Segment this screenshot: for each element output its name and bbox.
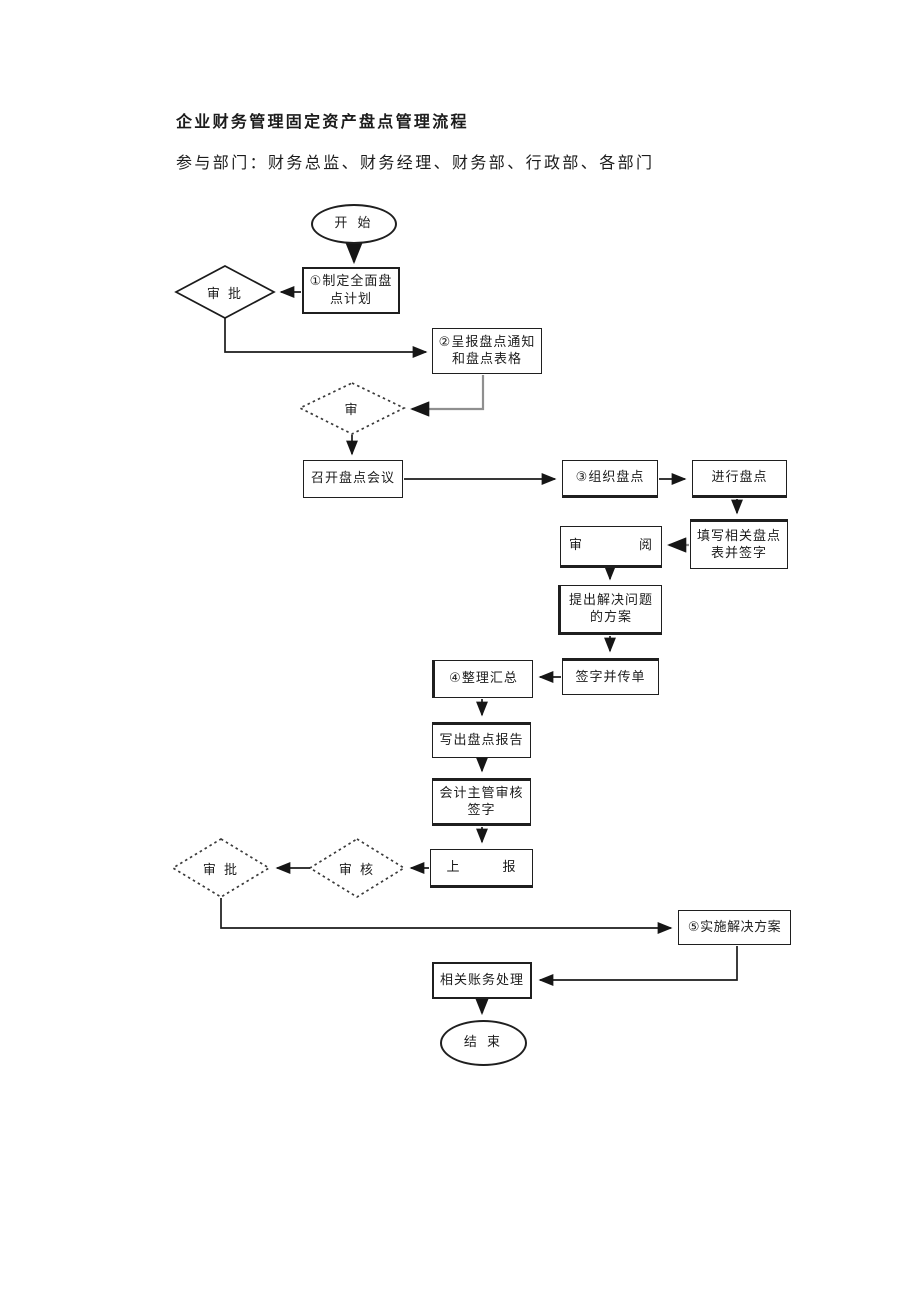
page-subtitle: 参与部门：财务总监、财务经理、财务部、行政部、各部门 [176, 153, 655, 172]
node-review1-label: 审 [344, 402, 360, 418]
node-sign-pass: 签字并传单 [562, 658, 659, 695]
node-accounting: 相关账务处理 [432, 962, 532, 999]
edge-approve2-implement [220, 898, 673, 934]
node-fill-forms: 填写相关盘点 表并签字 [690, 519, 788, 569]
node-propose: 提出解决问题 的方案 [558, 585, 662, 635]
edge-implement-accounting [538, 946, 738, 986]
node-review2-label: 审 核 [338, 862, 376, 878]
node-do-inventory: 进行盘点 [692, 460, 787, 498]
node-summarize: ④整理汇总 [432, 660, 533, 698]
diamond-review2 [308, 838, 406, 898]
node-meeting: 召开盘点会议 [303, 460, 403, 498]
node-approve2-label: 审 批 [202, 862, 240, 878]
page-title: 企业财务管理固定资产盘点管理流程 [176, 112, 469, 131]
node-chief-review: 会计主管审核 签字 [432, 778, 531, 826]
node-submit-up: 上 报 [430, 849, 533, 888]
node-end: 结 束 [440, 1020, 527, 1066]
diamond-review1 [298, 382, 406, 435]
edge-submitNotice-review1 [410, 375, 485, 417]
node-review-read: 审 阅 [560, 526, 662, 568]
node-implement: ⑤实施解决方案 [678, 910, 791, 945]
node-organize: ③组织盘点 [562, 460, 658, 498]
node-write-report: 写出盘点报告 [432, 722, 531, 758]
node-start: 开 始 [311, 204, 397, 244]
node-submit-notice: ②呈报盘点通知 和盘点表格 [432, 328, 542, 374]
node-approve1-label: 审 批 [206, 286, 244, 302]
edge-approve1-submitNotice [224, 318, 428, 358]
node-plan: ①制定全面盘 点计划 [302, 267, 400, 314]
